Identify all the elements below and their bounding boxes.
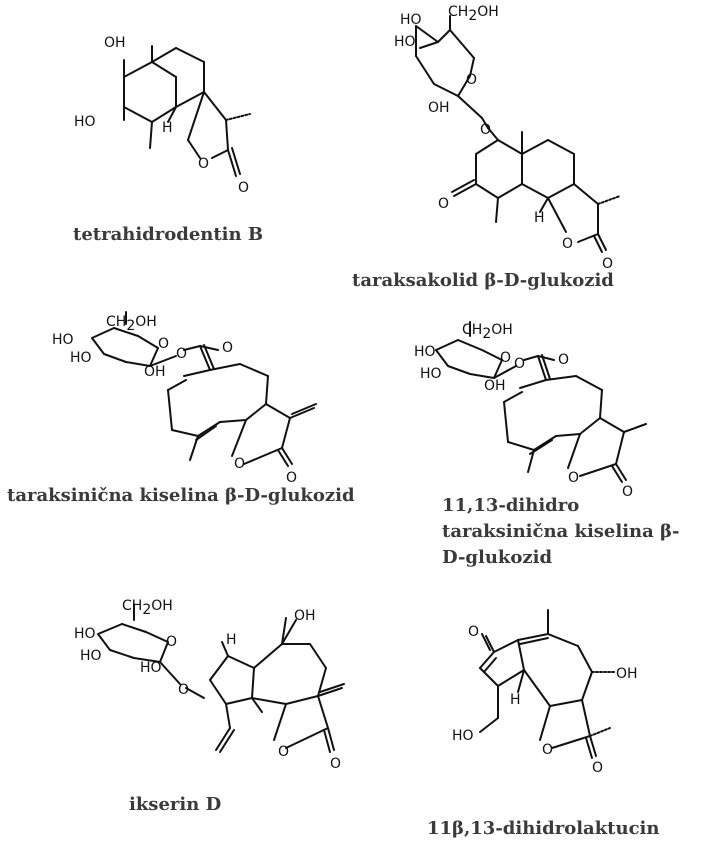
label-o-ketone: O <box>468 624 479 640</box>
label-oh: OH <box>294 608 316 624</box>
compound-taraksakolid-glukozid: HO HO CH2OH O OH O O H O O taraksakolid … <box>340 0 708 300</box>
compound-dihidro-taraksinicna-kiselina-glukozid: CH2OH HO HO O OH O O O O 11,13-dihidro t… <box>400 300 708 590</box>
label-h: H <box>162 120 173 136</box>
label-ho-2: HO <box>70 350 92 366</box>
compound-taraksinicna-kiselina-glukozid: CH2OH HO HO O OH O O O O taraksinična ki… <box>0 300 360 520</box>
label-o-carbonyl: O <box>592 760 603 776</box>
label-ho: HO <box>452 728 474 744</box>
label-ch2oh: CH2OH <box>462 322 513 342</box>
label-ho-1: HO <box>74 626 96 642</box>
label-o-sugar: O <box>166 634 177 650</box>
label-oh: OH <box>616 666 638 682</box>
label-o-sugar: O <box>158 336 169 352</box>
structure-dihidrolaktucin: O OH H HO O O <box>452 609 638 776</box>
structure-taraksinicna-kiselina-glukozid: CH2OH HO HO O OH O O O O <box>52 311 317 486</box>
caption-taraksakolid-glukozid: taraksakolid β-D-glukozid <box>352 270 614 291</box>
label-o-lactone: O <box>568 470 579 486</box>
label-h: H <box>226 632 237 648</box>
structure-dihidro-taraksinicna-kiselina-glukozid: CH2OH HO HO O OH O O O O <box>414 321 647 500</box>
label-o-sugar: O <box>500 350 511 366</box>
label-o-ester: O <box>514 356 525 372</box>
label-oh-sugar: OH <box>428 100 450 116</box>
label-ho-1: HO <box>400 12 422 28</box>
label-ch2oh: CH2OH <box>106 314 157 334</box>
label-ch2oh: CH2OH <box>448 4 499 24</box>
label-ho-2: HO <box>394 34 416 50</box>
label-o-carbonyl-ester: O <box>222 340 233 356</box>
label-o-carbonyl: O <box>622 484 633 500</box>
caption-ikserin-d: ikserin D <box>129 794 222 815</box>
label-o-glycosidic: O <box>480 122 491 138</box>
label-ho-3: HO <box>140 660 162 676</box>
label-oh: OH <box>104 35 126 51</box>
label-o-lactone: O <box>234 456 245 472</box>
label-ho-1: HO <box>52 332 74 348</box>
label-oh-sugar: OH <box>144 364 166 380</box>
caption-line-2: taraksinična kiselina β- <box>442 521 680 542</box>
caption-line-3: D-glukozid <box>442 547 553 568</box>
structure-tetrahidrodentin-b: OH HO H O O <box>74 35 251 196</box>
label-oh-sugar: OH <box>484 378 506 394</box>
compound-dihidrolaktucin: O OH H HO O O 11β,13-dihidrolaktucin <box>400 580 708 849</box>
label-h: H <box>534 210 545 226</box>
label-o-sugar: O <box>466 72 477 88</box>
label-o-glycosidic: O <box>178 682 189 698</box>
label-o-carbonyl: O <box>238 180 249 196</box>
label-ho-2: HO <box>80 648 102 664</box>
label-o-lactone: O <box>542 742 553 758</box>
label-o-lactone: O <box>562 236 573 252</box>
label-ho-1: HO <box>414 344 436 360</box>
caption-tetrahidrodentin-b: tetrahidrodentin B <box>73 224 264 245</box>
label-ho-2: HO <box>420 366 442 382</box>
label-o-carbonyl: O <box>330 756 341 772</box>
label-o-carbonyl-ester: O <box>558 352 569 368</box>
label-o-ester: O <box>176 346 187 362</box>
label-o-carbonyl: O <box>602 256 613 272</box>
compound-ikserin-d: CH2OH HO HO O HO O H OH O O ikserin D <box>0 580 390 849</box>
structure-taraksakolid-glukozid: HO HO CH2OH O OH O O H O O <box>394 4 621 272</box>
label-ch2oh: CH2OH <box>122 598 173 618</box>
caption-dihidrolaktucin: 11β,13-dihidrolaktucin <box>427 818 660 839</box>
caption-line-1: 11,13-dihidro <box>442 495 580 516</box>
label-o-ketone: O <box>438 196 449 212</box>
label-o-carbonyl: O <box>286 470 297 486</box>
compound-tetrahidrodentin-b: OH HO H O O tetrahidrodentin B <box>0 0 340 250</box>
label-ho: HO <box>74 114 96 130</box>
label-o-lactone: O <box>278 744 289 760</box>
label-h: H <box>510 692 521 708</box>
label-o-ring: O <box>198 156 209 172</box>
caption-taraksinicna-kiselina-glukozid: taraksinična kiselina β-D-glukozid <box>7 485 355 506</box>
structure-ikserin-d: CH2OH HO HO O HO O H OH O O <box>74 598 345 772</box>
